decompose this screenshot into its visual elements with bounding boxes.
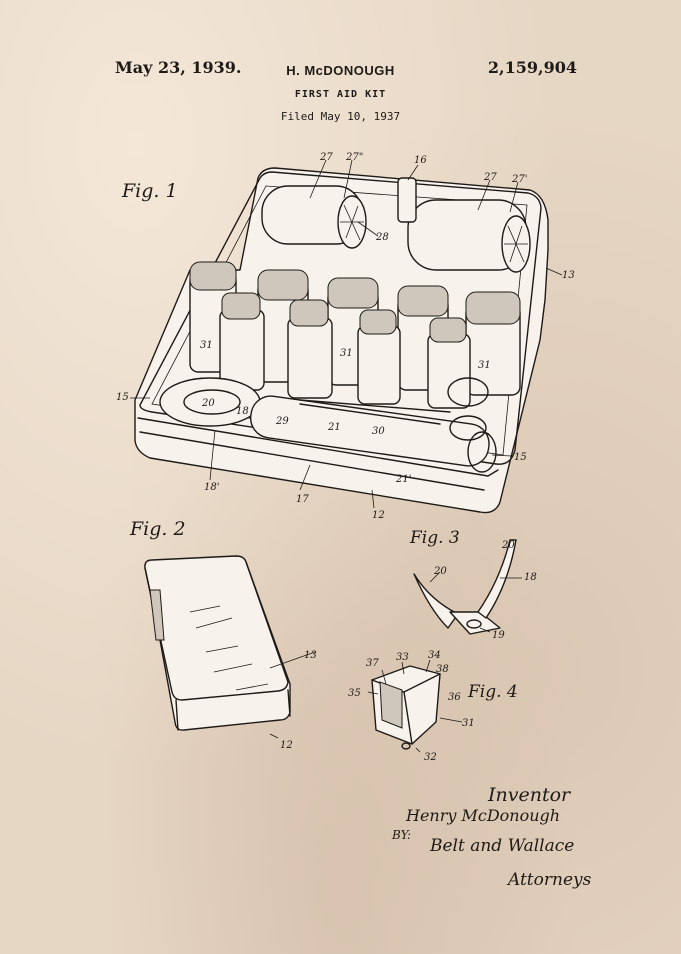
ref-36: 36 (448, 692, 461, 703)
ref-34: 34 (428, 650, 441, 661)
patent-date: May 23, 1939. (115, 58, 242, 77)
ref-31c: 31 (478, 360, 491, 371)
ref-28: 28 (375, 232, 389, 243)
attorneys-label: Attorneys (508, 870, 592, 890)
ref-20c: 20 (433, 566, 447, 577)
fig2-closed-case (144, 555, 316, 739)
ref-33: 33 (396, 652, 409, 663)
ref-31d: 31 (462, 718, 475, 729)
attorney-signature: Belt and Wallace (430, 836, 575, 856)
ref-13a: 13 (562, 270, 575, 281)
ref-17: 17 (296, 494, 309, 505)
figure-3-label: Fig. 3 (410, 528, 460, 548)
inventor-name: H. McDONOUGH (286, 63, 395, 78)
ref-38: 38 (436, 664, 449, 675)
figure-1-label: Fig. 1 (122, 180, 178, 202)
by-label: BY: (392, 828, 412, 842)
figure-2-label: Fig. 2 (130, 518, 186, 540)
fig4-holder (367, 659, 463, 753)
ref-27b: 27 (483, 172, 497, 183)
reference-numerals: 27 27" 16 27 27' 28 13 31 31 31 15 20 18… (116, 152, 575, 763)
ref-31b: 31 (340, 348, 353, 359)
ref-12b: 12 (280, 740, 293, 751)
ref-15b: 15 (514, 452, 527, 463)
ref-19: 19 (492, 630, 505, 641)
ref-15a: 15 (116, 392, 129, 403)
ref-31a: 31 (200, 340, 213, 351)
patent-title: FIRST AID KIT (294, 89, 387, 100)
patent-number: 2,159,904 (487, 58, 577, 77)
ref-20a: 20 (201, 398, 215, 409)
bottles (189, 261, 521, 409)
ref-29: 29 (275, 416, 289, 427)
ref-18p: 18' (204, 482, 219, 493)
inventor-signature: Henry McDonough (406, 806, 561, 825)
fig3-clip (413, 539, 522, 635)
inventor-label: Inventor (488, 784, 571, 806)
ref-18b: 18 (524, 572, 537, 583)
ref-13b: 13 (304, 650, 317, 661)
ref-16: 16 (414, 155, 427, 166)
ref-20b: 20 (501, 540, 515, 551)
ref-30: 30 (372, 426, 385, 437)
ref-37: 37 (366, 658, 379, 669)
ref-27: 27 (319, 152, 333, 163)
ref-32: 32 (424, 752, 437, 763)
ref-21: 21 (327, 422, 341, 433)
ref-12a: 12 (372, 510, 385, 521)
figure-4-label: Fig. 4 (468, 682, 518, 702)
filed-date: Filed May 10, 1937 (280, 110, 401, 123)
ref-27p: 27' (511, 174, 527, 185)
ref-35: 35 (348, 688, 361, 699)
fig1-leaders (130, 159, 563, 509)
ref-18a: 18 (236, 406, 249, 417)
fig1-kit-drawing (134, 167, 549, 514)
ref-27pp: 27" (345, 152, 363, 163)
ref-21p: 21' (395, 474, 411, 485)
